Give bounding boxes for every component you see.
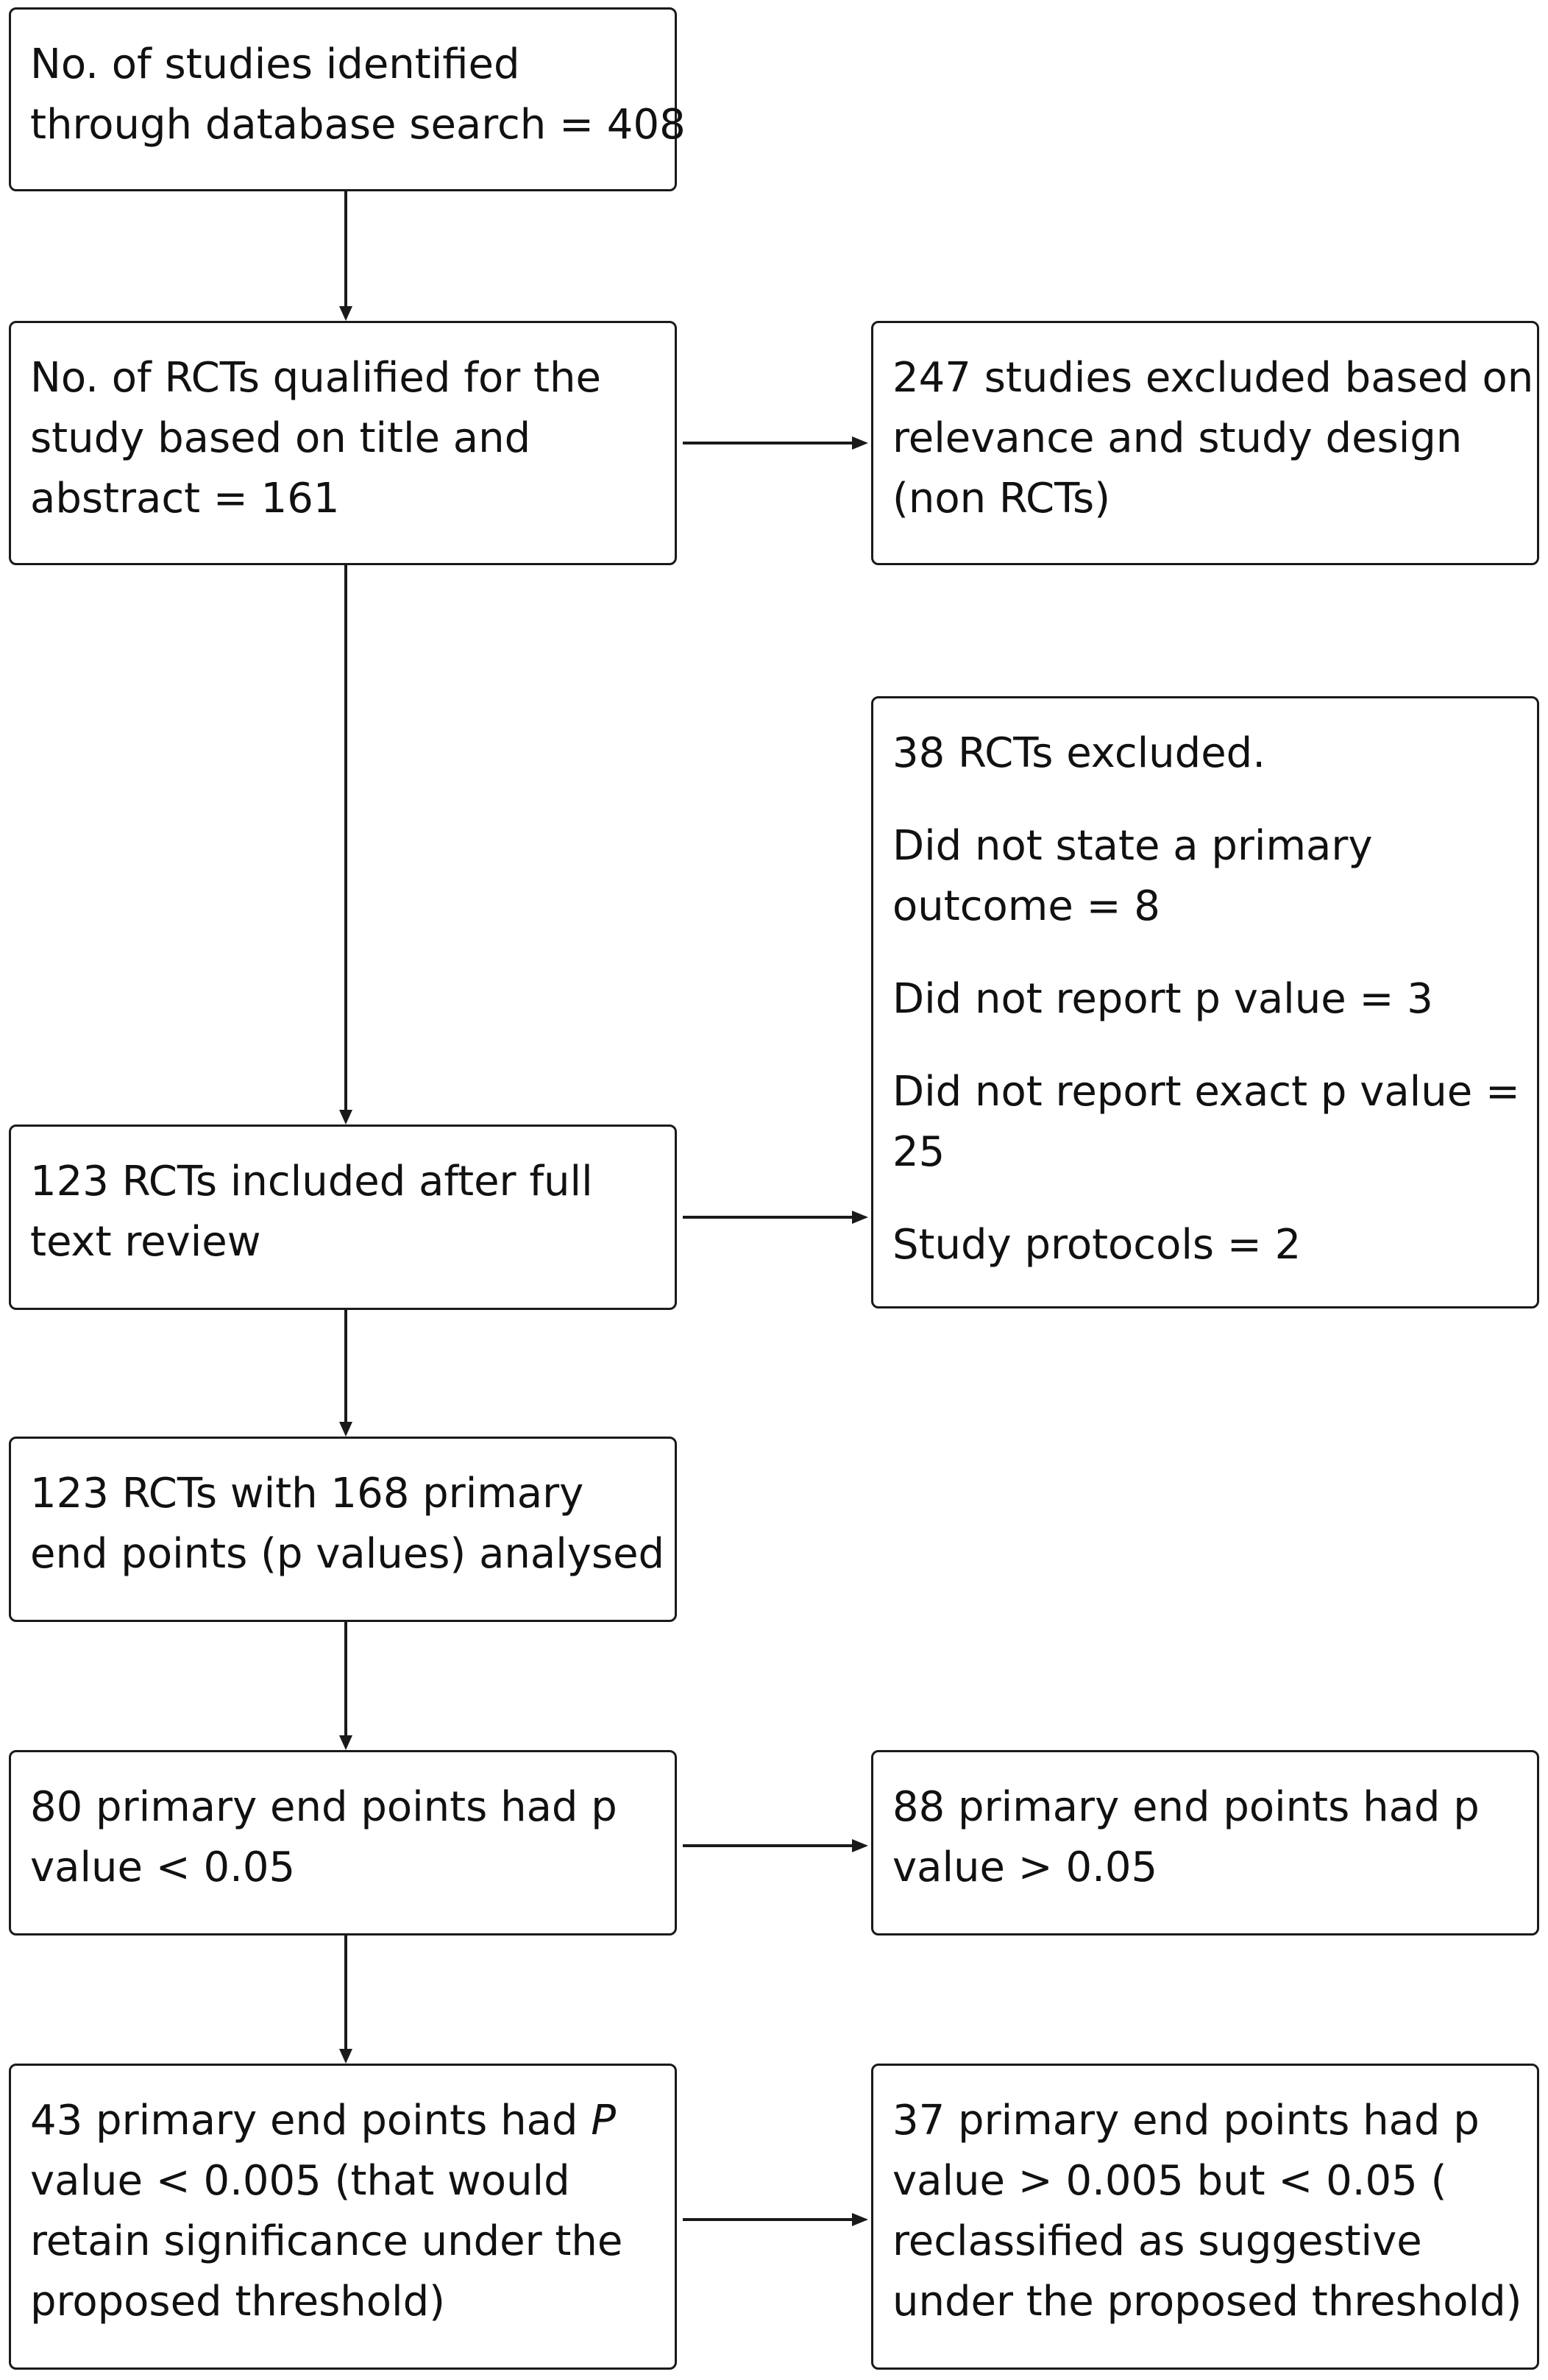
arrow-included-to-analysed (339, 1308, 352, 1437)
arrow-stricter-to-suggestive (683, 2213, 868, 2226)
arrow-qualified-to-included (339, 564, 352, 1125)
arrow-p-below-to-p-above (683, 1839, 868, 1852)
box-p-below-0005: 43 primary end points had P value < 0.00… (9, 2064, 677, 2370)
box-rcts-analysed: 123 RCTs with 168 primary end points (p … (9, 1437, 677, 1622)
box-text-line: No. of RCTs qualified for the (30, 354, 601, 402)
box-text-line: study based on title and (30, 414, 531, 462)
exclusion-reason: Did not report p value = 3 (892, 969, 1518, 1030)
box-text-line: value < 0.005 (that would (30, 2157, 570, 2205)
box-rcts-qualified: No. of RCTs qualified for the study base… (9, 321, 677, 565)
box-text-line: through database search = 408 (30, 101, 686, 149)
box-studies-excluded: 247 studies excluded based on relevance … (871, 321, 1539, 565)
box-text-line: 247 studies excluded based on (892, 354, 1534, 402)
arrow-p-below-to-stricter (339, 1934, 352, 2064)
box-text-line: end points (p values) analysed (30, 1530, 665, 1578)
exclusion-reason: Did not report exact p value = 25 (892, 1062, 1520, 1183)
box-suggestive: 37 primary end points had p value > 0.00… (871, 2064, 1539, 2370)
box-text-line: outcome = 8 (892, 882, 1160, 930)
box-text-line: under the proposed threshold) (892, 2278, 1522, 2326)
box-studies-identified: No. of studies identified through databa… (9, 7, 686, 191)
box-text-line: text review (30, 1218, 261, 1266)
exclusion-heading: 38 RCTs excluded. (892, 729, 1266, 777)
box-text-line: No. of studies identified (30, 40, 520, 88)
box-text-line: 25 (892, 1128, 945, 1176)
box-text-line: 43 primary end points had P (30, 2091, 656, 2151)
box-text-line: abstract = 161 (30, 475, 340, 523)
box-text-line: 123 RCTs included after full (30, 1158, 593, 1205)
box-text-line: Did not report exact p value = (892, 1068, 1520, 1116)
box-text-line: Did not state a primary (892, 822, 1373, 870)
arrow-analysed-to-p-below (339, 1621, 352, 1750)
box-text-line: Did not report p value = 3 (892, 975, 1433, 1023)
box-text-line: 80 primary end points had p (30, 1783, 617, 1831)
box-text-line: value > 0.005 but < 0.05 ( (892, 2157, 1447, 2205)
arrow-qualified-to-excluded (683, 436, 868, 450)
box-p-below-005: 80 primary end points had p value < 0.05 (9, 1750, 677, 1935)
box-text-line: Study protocols = 2 (892, 1221, 1302, 1269)
p-symbol: P (591, 2097, 617, 2145)
line-prefix: 43 primary end points had (30, 2097, 592, 2145)
box-text-line: retain significance under the (30, 2217, 623, 2265)
exclusion-reason: Did not state a primary outcome = 8 (892, 816, 1518, 937)
box-p-above-005: 88 primary end points had p value > 0.05 (871, 1750, 1539, 1935)
arrow-identified-to-qualified (339, 190, 352, 321)
box-text-line: (non RCTs) (892, 475, 1111, 523)
box-text-line: 88 primary end points had p (892, 1783, 1480, 1831)
box-text-line: reclassified as suggestive (892, 2217, 1422, 2265)
box-text-line: proposed threshold) (30, 2278, 445, 2326)
arrow-included-to-fulltext-excluded (683, 1211, 868, 1224)
box-text-line: value > 0.05 (892, 1844, 1158, 1891)
box-text-line: value < 0.05 (30, 1844, 296, 1891)
box-text-line: relevance and study design (892, 414, 1463, 462)
box-text-line: 123 RCTs with 168 primary (30, 1470, 584, 1517)
box-text-line: 37 primary end points had p (892, 2097, 1480, 2145)
box-rcts-included: 123 RCTs included after full text review (9, 1125, 677, 1310)
exclusion-reason: Study protocols = 2 (892, 1215, 1518, 1275)
box-rcts-excluded: 38 RCTs excluded. Did not state a primar… (871, 696, 1539, 1308)
